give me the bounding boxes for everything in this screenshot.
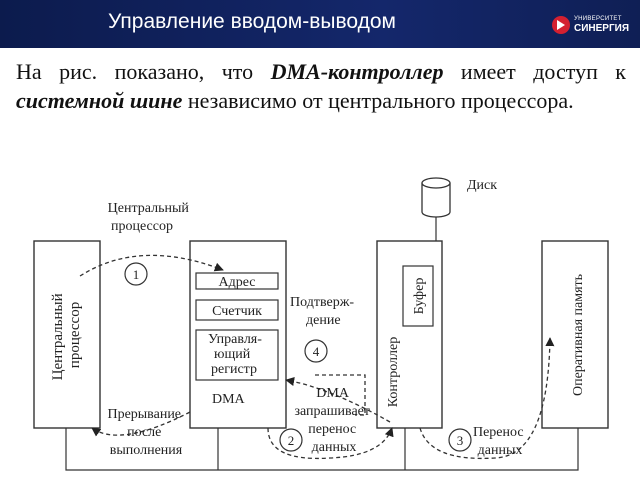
memory-box — [541, 240, 609, 429]
transfer-label: Перенос данных — [473, 425, 527, 458]
controller-label: Контроллер — [386, 337, 401, 407]
disk-icon — [421, 183, 451, 218]
flow-dma-request — [267, 427, 394, 460]
logo-line2: СИНЕРГИЯ — [574, 23, 630, 34]
logo-mark-icon — [552, 16, 570, 34]
dma-counter-label: Счетчик — [212, 304, 262, 319]
flow-cpu-to-dma — [79, 254, 224, 277]
cpu-box — [33, 240, 101, 429]
step-4-number: 4 — [313, 344, 320, 359]
cpu-caption: Центральный процессор — [108, 201, 193, 234]
flow-ack-to-controller — [315, 374, 366, 416]
cpu-box-label: Центральный процессор — [50, 290, 83, 381]
step-2-number: 2 — [288, 433, 295, 448]
dma-request-label: DMA запрашивает перенос данных — [294, 386, 373, 455]
memory-label: Оперативная память — [571, 274, 586, 396]
slide-title: Управление вводом-выводом — [108, 10, 396, 33]
step-1-number: 1 — [133, 267, 140, 282]
university-logo: УНИВЕРСИТЕТ СИНЕРГИЯ — [552, 14, 632, 36]
intro-text-1: На рис. показано, что — [16, 59, 271, 84]
dma-control-label: Управля- ющий регистр — [208, 332, 265, 377]
dma-address-label: Адрес — [218, 275, 255, 290]
intro-emphasis-dma-controller: DMA-контроллер — [270, 59, 444, 84]
intro-paragraph: На рис. показано, что DMA-контроллер име… — [16, 57, 626, 115]
system-bus-line — [65, 428, 579, 471]
step-4-circle — [304, 339, 328, 363]
dma-address-register — [195, 272, 279, 290]
intro-text-3: независимо от центрального процессора. — [182, 88, 574, 113]
dma-box-label: DMA — [212, 392, 246, 407]
step-2-circle — [279, 428, 303, 452]
slide-header: Управление вводом-выводом УНИВЕРСИТЕТ СИ… — [0, 0, 640, 48]
step-3-circle — [448, 428, 472, 452]
logo-line1: УНИВЕРСИТЕТ — [574, 16, 622, 22]
flow-data-transfer — [419, 337, 555, 460]
dma-counter-register — [195, 299, 279, 321]
buffer-box — [402, 265, 434, 327]
intro-emphasis-system-bus: системной шине — [16, 88, 183, 113]
step-1-circle — [124, 262, 148, 286]
dma-control-register — [195, 329, 279, 381]
buffer-label: Буфер — [412, 278, 427, 315]
disk-label: Диск — [467, 178, 497, 193]
disk-top — [421, 177, 451, 189]
intro-text-2: имеет доступ к — [443, 59, 626, 84]
interrupt-label: Прерывание после выполнения — [107, 407, 184, 458]
step-3-number: 3 — [457, 433, 464, 448]
flow-interrupt — [91, 411, 191, 437]
ack-label: Подтверж- дение — [290, 295, 358, 328]
